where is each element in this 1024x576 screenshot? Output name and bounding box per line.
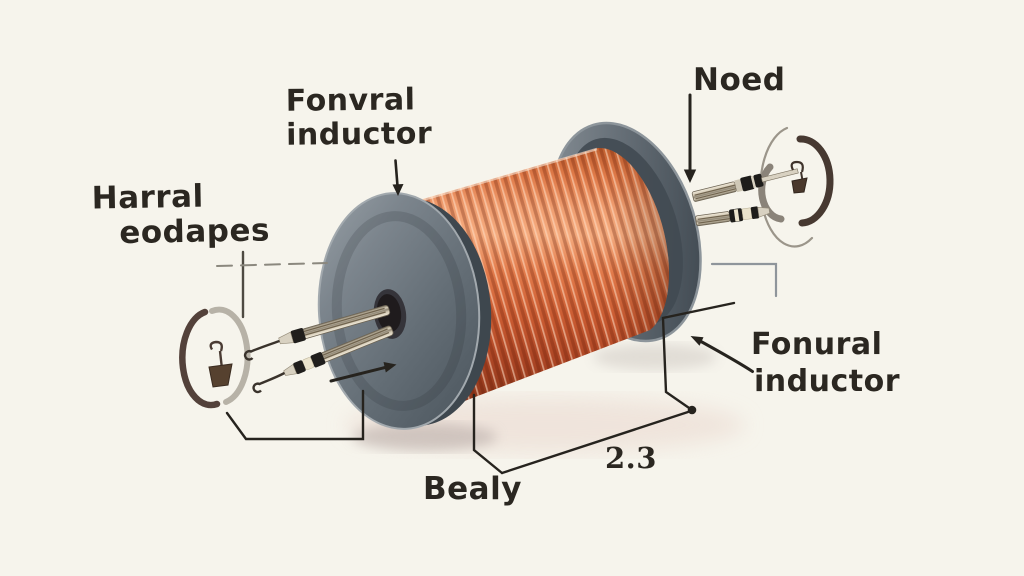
label-coil-top: Fonvral inductor: [285, 82, 433, 153]
left-hook-weight: [208, 340, 233, 388]
label-body: Bealy: [423, 471, 522, 507]
label-left-leads: Harral eodapes: [91, 178, 270, 251]
flange-arrow: [329, 362, 397, 383]
dimension-lines: [472, 301, 736, 475]
label-node: Noed: [693, 62, 786, 98]
label-coil-top-line2: inductor: [285, 116, 433, 153]
label-dimension-value: 2.3: [605, 441, 657, 475]
right-hook-weight: [790, 160, 808, 194]
left-bottom-bracket: [225, 389, 365, 441]
leads-leader-line: [216, 250, 328, 319]
right-bracket: [710, 262, 778, 298]
label-left-leads-line1: Harral: [91, 178, 204, 217]
label-left-leads-line2: eodapes: [118, 212, 271, 252]
label-right-core-line1: Fonural: [751, 327, 883, 362]
left-lead-pins: [243, 305, 394, 394]
node-arrow: [683, 93, 697, 183]
left-flange: [317, 192, 492, 430]
right-lead-pins: [691, 168, 799, 227]
label-right-core-line2: inductor: [754, 364, 901, 399]
left-wire-loop: [179, 306, 251, 409]
annotation-lines: [216, 93, 778, 475]
label-right-core: Fonural inductor: [751, 326, 900, 400]
label-coil-top-line1: Fonvral: [285, 82, 416, 119]
top-label-arrow: [392, 159, 404, 196]
core-label-arrow: [690, 336, 754, 373]
